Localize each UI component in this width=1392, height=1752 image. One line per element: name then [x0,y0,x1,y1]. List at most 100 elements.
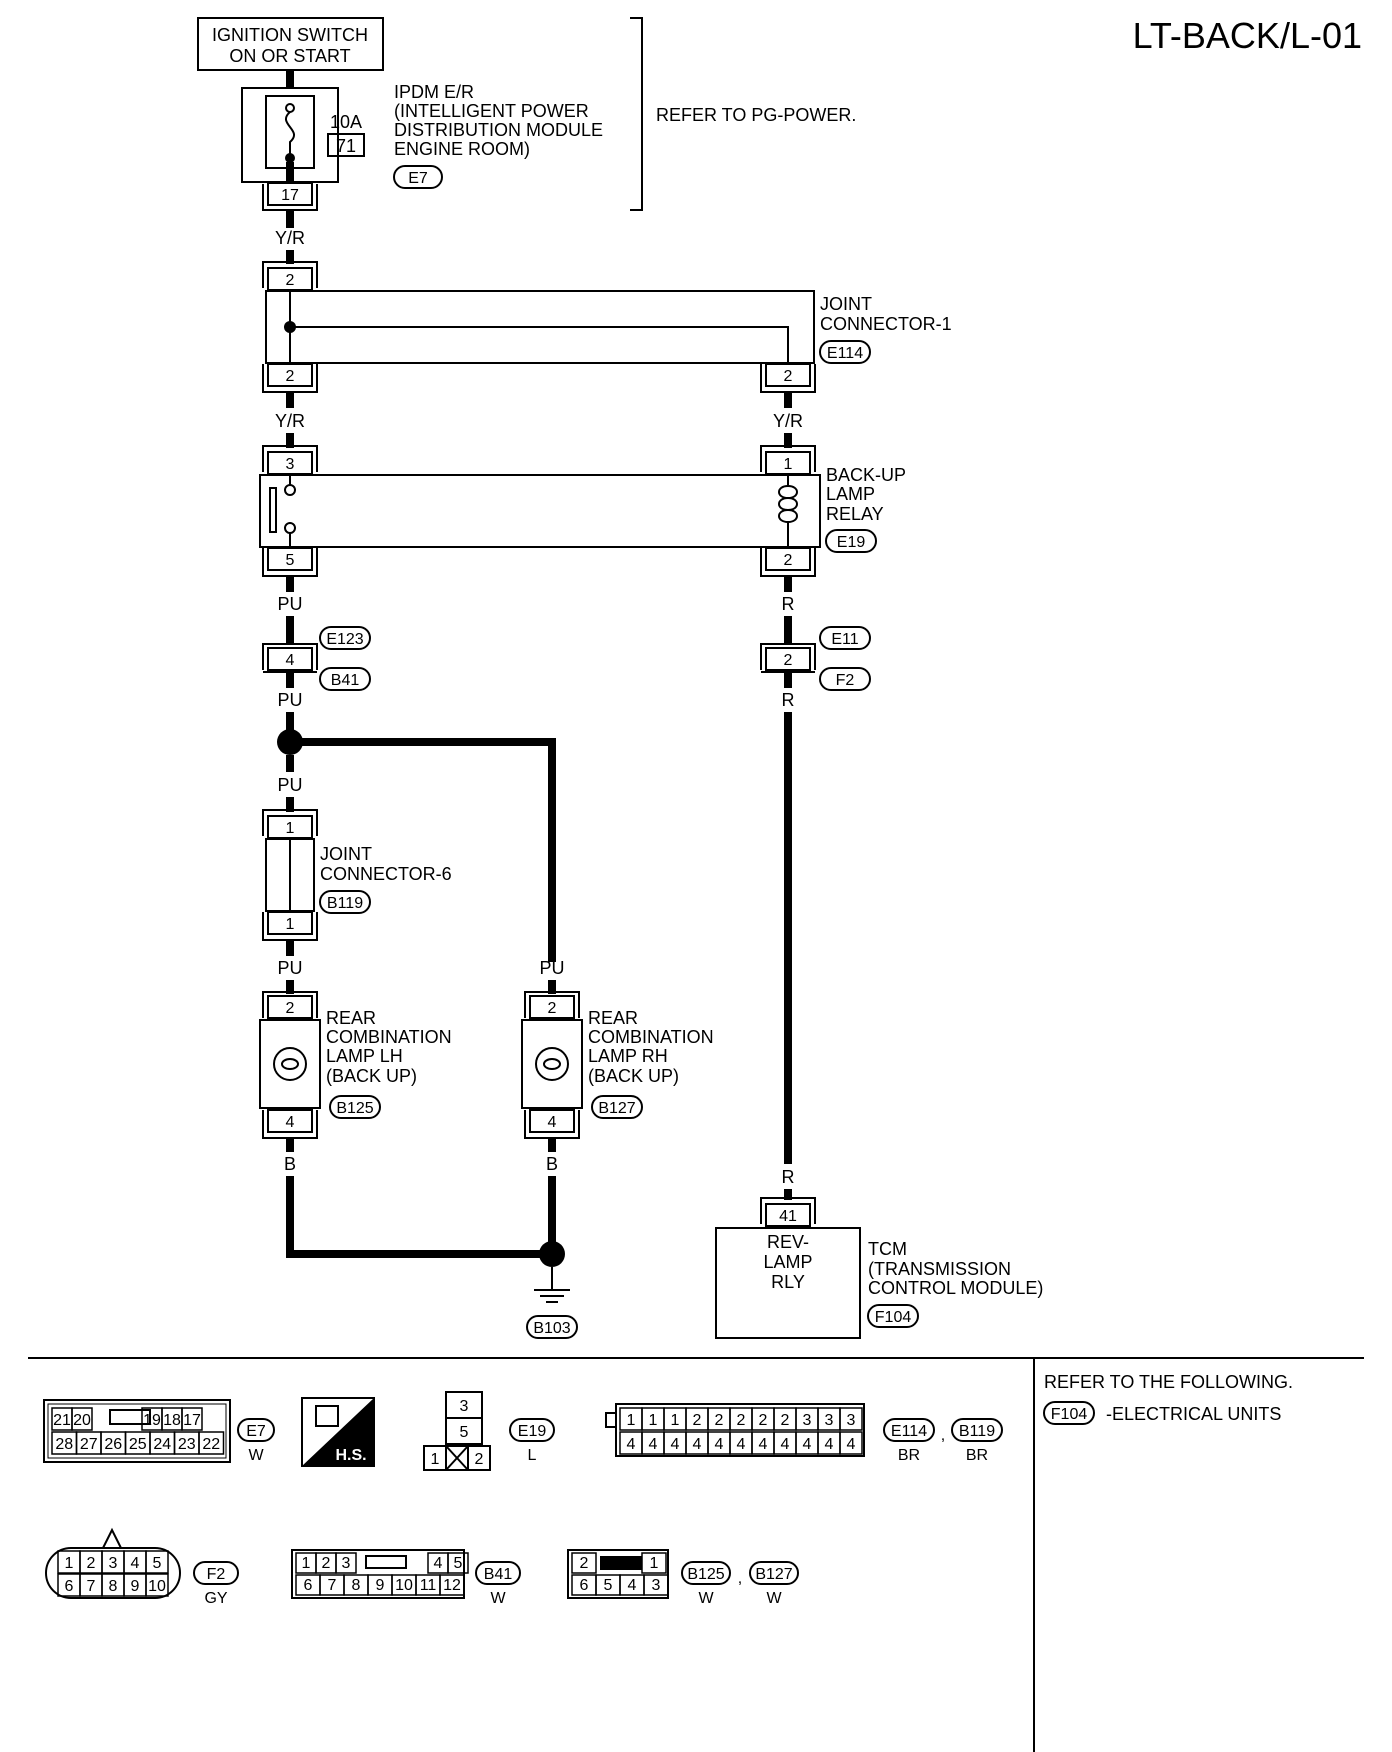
relay-label-2: LAMP [826,484,875,504]
lamp-lh-pin-bottom: 4 [286,1114,295,1131]
f2-bottom-cell-box [145,1573,169,1597]
inline-right-pin: 2 [784,652,793,669]
e114-bottom-cell-label: 4 [781,1436,790,1453]
b125-top-cell-box [571,1552,597,1574]
b125-bottom-cell-box [643,1574,669,1596]
e114-top-cell-label: 1 [627,1412,636,1429]
e114-bottom-cell-label: 4 [737,1436,746,1453]
f2-top-cell-label: 1 [65,1555,74,1572]
tcm-inner-3: RLY [771,1272,805,1292]
tcm-label-2: (TRANSMISSION [868,1259,1011,1279]
e114-top-cell-label: 3 [847,1412,856,1429]
b125-bottom-cell-label: 3 [652,1577,661,1594]
inline-right-bottom-id: F2 [836,672,855,689]
f2-bottom-cell-label: 9 [131,1578,140,1595]
wire-color-pu-5: PU [539,958,564,978]
f2-bottom-cell-label: 7 [87,1578,96,1595]
e114-bottom-cell-label: 4 [825,1436,834,1453]
relay-contact-icon [269,487,277,533]
e19-cell-1: 1 [431,1451,440,1468]
wire-color-yr-3: Y/R [773,411,803,431]
joint1-pin-bottom-right: 2 [784,368,793,385]
lamp-rh-label-4: (BACK UP) [588,1066,679,1086]
b125-bottom-cell-label: 4 [628,1577,637,1594]
e114-top-cell-label: 3 [825,1412,834,1429]
lamp-lh-pin-top: 2 [286,1000,295,1017]
relay-pin-1: 1 [784,456,793,473]
legend-comma-1: , [941,1427,945,1444]
ipdm-pin: 17 [281,187,299,204]
e7-bottom-cell-box [198,1431,225,1455]
rear-combination-lamp-rh: 2 4 REAR COMBINATION LAMP RH (BACK UP) B… [521,991,714,1139]
e7-top-cell-label: 20 [73,1412,91,1429]
ipdm-label-4: ENGINE ROOM) [394,139,530,159]
fuse-rating: 10A [330,112,362,132]
lamp-rh-label-2: COMBINATION [588,1027,714,1047]
bulb-icon [535,1047,569,1081]
tcm-label-3: CONTROL MODULE) [868,1278,1043,1298]
ignition-label-2: ON OR START [229,46,350,66]
b41-bottom-cell-label: 6 [304,1577,313,1594]
b41-bottom-cell-label: 7 [328,1577,337,1594]
inline-right-top-id: E11 [831,631,858,648]
joint1-pin-top: 2 [286,272,295,289]
b41-bottom-cell-label: 12 [443,1577,461,1594]
wire-color-r-3: R [782,1167,795,1187]
e114-top-cell-box [839,1407,863,1431]
b119-id: B119 [959,1423,995,1440]
e114-id: E114 [891,1423,927,1440]
relay-label-3: RELAY [826,504,884,524]
wire-color-yr-2: Y/R [275,411,305,431]
e114-bottom-cell-label: 4 [693,1436,702,1453]
joint6-label-1: JOINT [320,844,372,864]
wire-color-pu-4: PU [277,958,302,978]
tcm-connector-id: F104 [875,1309,912,1326]
b41-top-cell-label: 5 [454,1555,463,1572]
ground-connector-id: B103 [533,1320,570,1337]
diagram-title: LT-BACK/L-01 [1133,15,1362,56]
e7-top-cell-label: 17 [183,1412,201,1429]
f2-color: GY [204,1590,227,1607]
lamp-rh-connector-id: B127 [598,1100,635,1117]
b125-bottom-cell-label: 5 [604,1577,613,1594]
f2-top-cell-box [145,1550,169,1574]
f104-ref-id: F104 [1051,1406,1088,1423]
joint6-label-2: CONNECTOR-6 [320,864,452,884]
b41-bottom-cell-label: 8 [352,1577,361,1594]
relay-coil-icon [778,485,798,524]
e7-bottom-cell-label: 27 [80,1436,98,1453]
e19-color: L [528,1447,537,1464]
lamp-rh-label-3: LAMP RH [588,1046,668,1066]
connector-face-e19: 3 5 1 2 E19 L [423,1391,555,1471]
relay-pin-3: 3 [286,456,295,473]
wire-color-pu-1: PU [277,594,302,614]
f2-top-cell-label: 5 [153,1555,162,1572]
e114-top-cell-label: 3 [803,1412,812,1429]
e7-top-cell-box [181,1407,203,1431]
tcm-pin: 41 [779,1208,797,1225]
joint6-pin-top: 1 [286,820,295,837]
e114-top-cell-label: 2 [715,1412,724,1429]
lamp-rh-label-1: REAR [588,1008,638,1028]
pg-power-bracket: REFER TO PG-POWER. [630,17,856,211]
backup-lamp-relay: 3 1 5 2 BACK-UP LAMP RELAY E19 [259,445,906,577]
inline-connector-right: 2 E11 F2 [760,626,871,691]
fuse-number: 71 [336,136,356,156]
wire-color-yr-1: Y/R [275,228,305,248]
inline-left-pin: 4 [286,652,295,669]
inline-left-bottom-id: B41 [331,672,360,689]
hs-label: H.S. [335,1447,366,1464]
refer-pg-power: REFER TO PG-POWER. [656,105,856,125]
wire-color-r-2: R [782,690,795,710]
inline-left-top-id: E123 [326,631,363,648]
wire-color-pu-2: PU [277,690,302,710]
b41-top-cell-box [447,1552,469,1574]
b125-bottom-cell-label: 6 [580,1577,589,1594]
b41-bottom-cell-label: 10 [395,1577,413,1594]
e19-id: E19 [518,1423,547,1440]
e7-bottom-cell-label: 24 [153,1436,171,1453]
